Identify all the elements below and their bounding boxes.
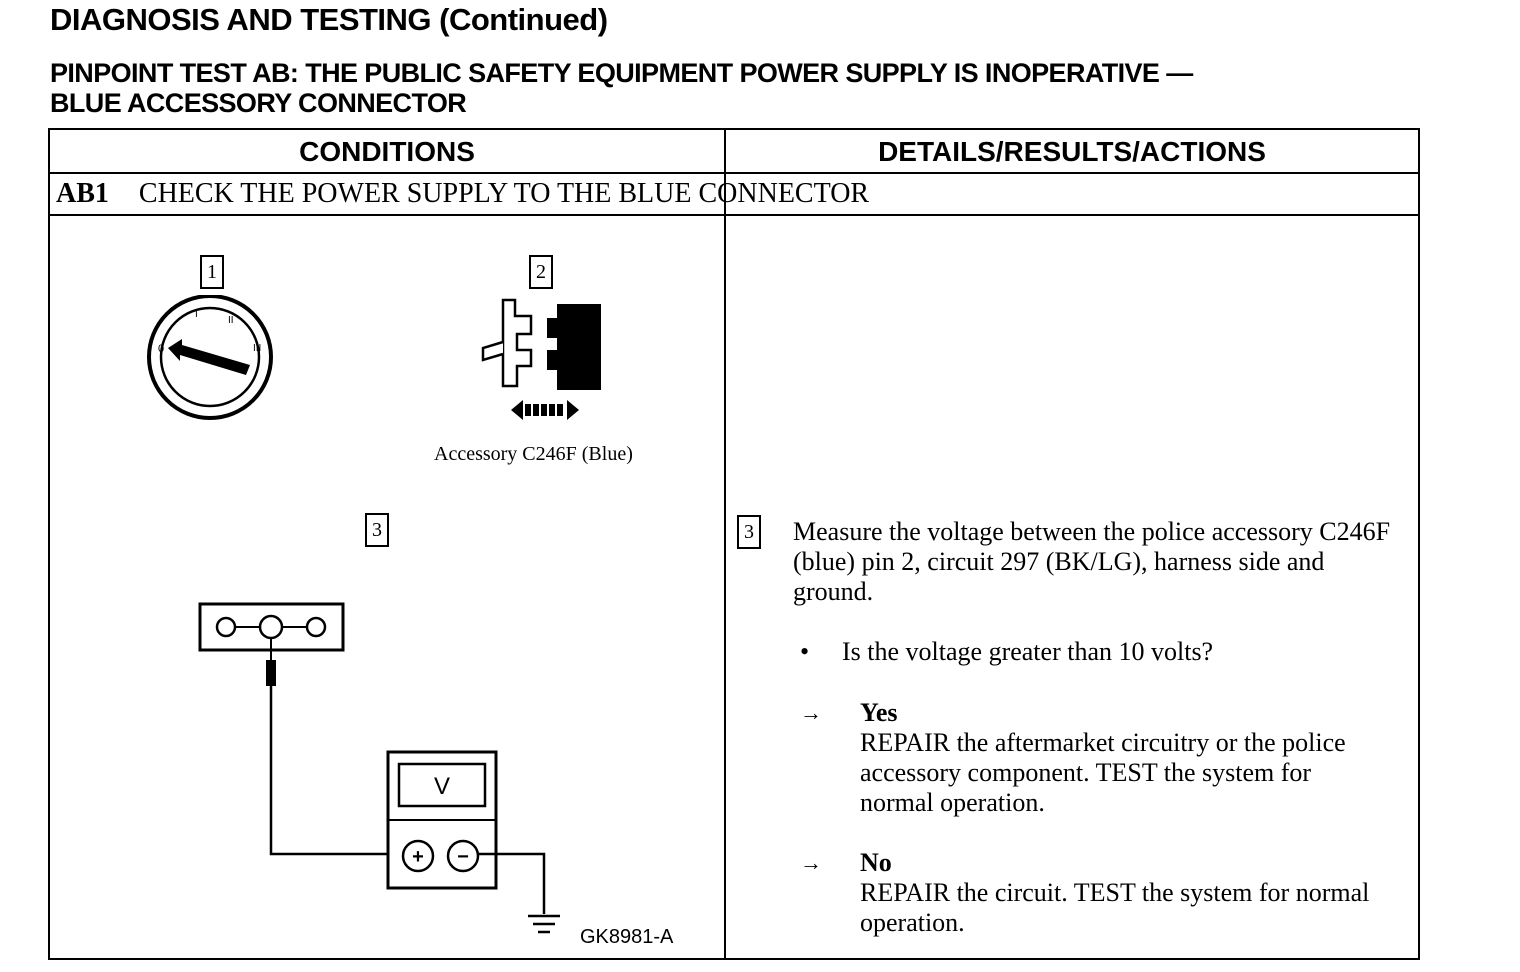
ignition-pointer-icon [168, 339, 250, 375]
positive-terminal-icon [401, 839, 435, 873]
negative-terminal-icon [446, 839, 480, 873]
column-divider [724, 130, 726, 958]
connector-male-icon [547, 304, 601, 390]
bullet-icon: • [800, 637, 810, 666]
details-header: DETAILS/RESULTS/ACTIONS [878, 136, 1266, 167]
negative-lead [478, 852, 546, 914]
measure-instruction: Measure the voltage between the police a… [793, 517, 1391, 606]
ignition-mark-3: III [253, 343, 261, 354]
no-action: REPAIR the circuit. TEST the system for … [860, 878, 1370, 937]
ignition-switch-illustration: 0 I II III [147, 295, 273, 420]
connector-label: Accessory C246F (Blue) [434, 443, 633, 465]
callout-2: 2 [529, 255, 553, 289]
page-title: DIAGNOSIS AND TESTING (Continued) [50, 2, 608, 37]
connector-pin-1-icon [215, 616, 237, 638]
callout-3: 3 [365, 513, 389, 547]
figure-id: GK8981-A [580, 926, 674, 948]
ignition-mark-0: 0 [158, 343, 164, 355]
pinpoint-test-title: PINPOINT TEST AB: THE PUBLIC SAFETY EQUI… [50, 58, 1193, 118]
step-title: CHECK THE POWER SUPPLY TO THE BLUE CONNE… [138, 178, 870, 209]
step-3-callout: 3 [737, 515, 761, 549]
no-label: No [860, 848, 892, 877]
connector-lock-tab-icon [481, 340, 504, 362]
voltmeter-circuit-illustration: V + − [198, 602, 560, 934]
connector-pin-2-icon [258, 614, 284, 640]
connector-disconnect-illustration [481, 298, 601, 420]
disconnect-arrows-icon [511, 400, 579, 420]
negative-sign: − [457, 846, 469, 868]
connector-female-icon [501, 298, 533, 388]
step-row: AB1 CHECK THE POWER SUPPLY TO THE BLUE CO… [56, 178, 869, 210]
ground-icon [528, 914, 560, 934]
positive-sign: + [412, 846, 424, 868]
question-text: Is the voltage greater than 10 volts? [842, 637, 1214, 666]
ignition-mark-1: I [195, 309, 198, 320]
yes-action: REPAIR the aftermarket circuitry or the … [860, 728, 1346, 817]
test-probe-icon [266, 660, 276, 686]
connector-pin-3-icon [305, 616, 327, 638]
subtitle-line-1: PINPOINT TEST AB: THE PUBLIC SAFETY EQUI… [50, 58, 1193, 88]
callout-1: 1 [200, 255, 224, 289]
voltmeter-display [397, 762, 487, 808]
ignition-mark-2: II [228, 315, 234, 326]
voltmeter-unit: V [434, 773, 450, 800]
subtitle-line-2: BLUE ACCESSORY CONNECTOR [50, 88, 467, 118]
pinpoint-test-table: CONDITIONS DETAILS/RESULTS/ACTIONS AB1 CH… [48, 128, 1420, 960]
no-arrow-icon: → [800, 850, 822, 875]
yes-arrow-icon: → [800, 700, 822, 725]
step-id: AB1 [56, 178, 109, 209]
yes-label: Yes [860, 698, 898, 727]
header-divider [50, 172, 1418, 174]
conditions-header: CONDITIONS [299, 136, 475, 167]
step-divider [50, 214, 1418, 216]
positive-lead [269, 686, 408, 856]
